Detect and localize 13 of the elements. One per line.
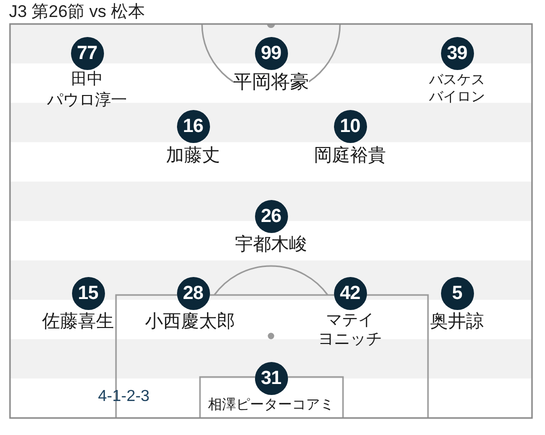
player-name: 奥井諒 bbox=[430, 310, 484, 333]
player-name: 平岡将豪 bbox=[233, 71, 309, 95]
player-name: バスケスバイロン bbox=[429, 71, 485, 105]
player-name: 佐藤喜生 bbox=[42, 310, 114, 333]
player-name: 田中パウロ淳一 bbox=[47, 70, 127, 111]
player-name: 岡庭裕貴 bbox=[314, 144, 386, 167]
player-name: 宇都木峻 bbox=[235, 233, 307, 256]
player-name: 相澤ピーターコアミ bbox=[208, 396, 334, 413]
player-name: 加藤丈 bbox=[166, 144, 220, 167]
title: J3 第26節 vs 松本 bbox=[9, 2, 146, 22]
player-name: マテイヨニッチ bbox=[318, 311, 382, 349]
formation-label: 4-1-2-3 bbox=[98, 387, 150, 407]
player-name: 小西慶太郎 bbox=[145, 310, 235, 333]
